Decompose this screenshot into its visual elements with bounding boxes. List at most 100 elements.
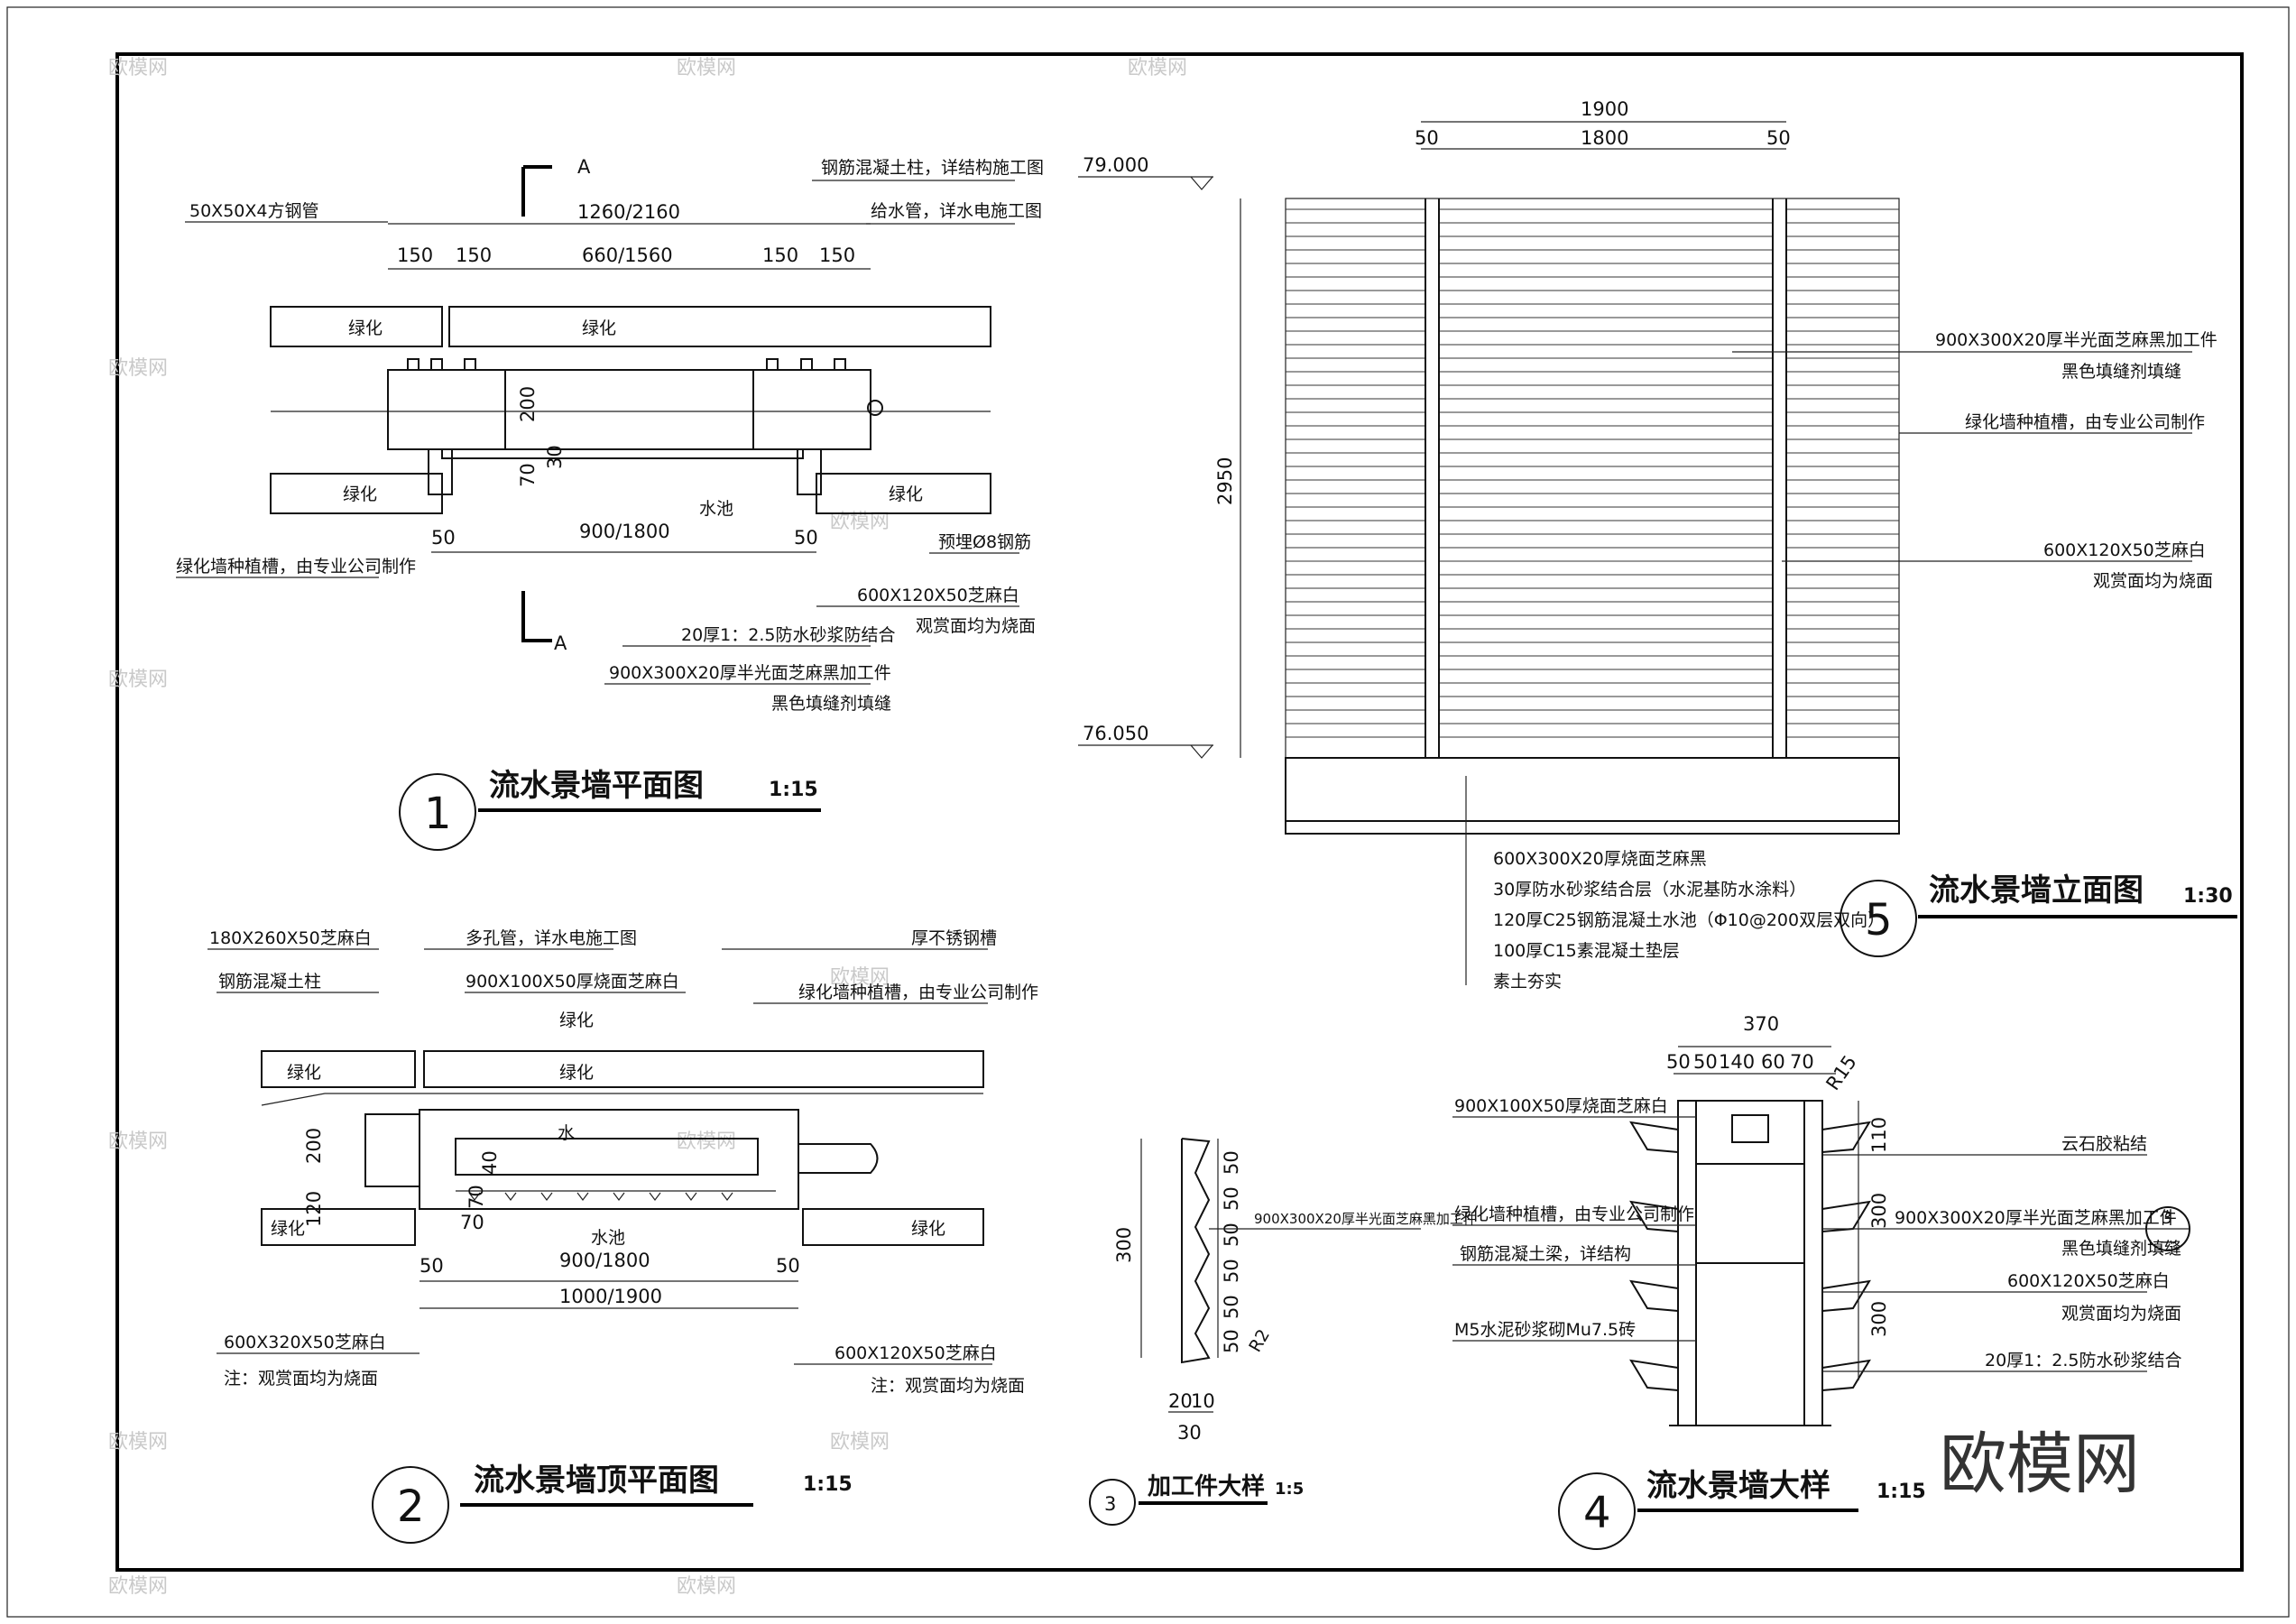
watermark-text: 欧模网 — [108, 357, 168, 380]
callout-note: 黑色填缝剂填缝 — [771, 694, 891, 714]
piece-profile — [1181, 1138, 1211, 1364]
concrete-beam — [1695, 1100, 1805, 1165]
planting-strip — [448, 306, 991, 347]
water-pipe — [867, 400, 883, 416]
callout-note: 注：观赏面均为烧面 — [871, 1376, 1025, 1396]
drawing-number: 1 — [424, 789, 452, 839]
callout-note: 900X300X20厚半光面芝麻黑加工件 — [1895, 1208, 2177, 1228]
dimension: 1260/2160 — [577, 201, 680, 223]
dimension: 150 — [397, 245, 433, 266]
callout-note: 钢筋混凝土柱，详结构施工图 — [821, 158, 1044, 178]
callout-note: 绿化墙种植槽，由专业公司制作 — [1965, 412, 2205, 432]
dimension: 50 — [431, 527, 456, 549]
layer-note: 120厚C25钢筋混凝土水池（Φ10@200双层双向） — [1493, 910, 1885, 930]
dimension: 50 — [420, 1255, 444, 1277]
watermark-text: 欧模网 — [677, 57, 736, 79]
drawing-scale: 1:5 — [1275, 1480, 1304, 1499]
elevation-view: 1900 1800 50 50 2950 79.000 76.050 900X3… — [1078, 98, 2237, 992]
dimension: 50 — [1666, 1051, 1691, 1073]
dimension: 40 — [479, 1150, 501, 1175]
dimension: 660/1560 — [582, 245, 673, 266]
dimension: 370 — [1743, 1013, 1779, 1035]
drawing-title: 流水景墙平面图 — [489, 768, 704, 804]
dimension: 50 — [776, 1255, 800, 1277]
drawing-title: 流水景墙大样 — [1646, 1468, 1830, 1504]
drawing-scale: 1:15 — [769, 779, 818, 801]
layer-note: 素土夯实 — [1493, 972, 1562, 992]
callout-note: 绿化墙种植槽，由专业公司制作 — [1454, 1204, 1694, 1224]
layer-note: 600X300X20厚烧面芝麻黑 — [1493, 849, 1707, 869]
drawing-number-circle — [399, 773, 476, 851]
callout-note: 观赏面均为烧面 — [2093, 571, 2213, 591]
dimension: 150 — [456, 245, 492, 266]
dimension: 50 — [1221, 1223, 1242, 1247]
watermark-layer: 欧模网 欧模网 欧模网 欧模网 欧模网 欧模网 欧模网 欧模网 欧模网 欧模网 … — [108, 57, 1187, 1598]
watermark-text: 欧模网 — [108, 1431, 168, 1453]
area-label: 绿化 — [559, 1063, 594, 1083]
dimension: 300 — [1868, 1301, 1890, 1337]
area-label: 绿化 — [889, 484, 923, 504]
section-mark-bottom: A — [554, 632, 567, 654]
dimension: 20 — [1168, 1390, 1193, 1412]
callout-note: 绿化墙种植槽，由专业公司制作 — [798, 983, 1038, 1002]
callout-note: 钢筋混凝土柱 — [218, 972, 321, 992]
drawing-frame — [115, 52, 2244, 1572]
area-label: 水池 — [699, 499, 733, 519]
watermark-text: 欧模网 — [830, 511, 890, 533]
callout-note: 180X260X50芝麻白 — [209, 928, 372, 948]
dimension: R15 — [1821, 1051, 1860, 1094]
dimension: 50 — [794, 527, 818, 549]
planting-strip — [423, 1050, 984, 1088]
drawing-number-circle — [1558, 1472, 1636, 1550]
perforated-pipe — [455, 1138, 759, 1176]
column — [364, 1113, 420, 1187]
wall-body — [387, 369, 871, 450]
dimension: 50 — [1221, 1259, 1242, 1283]
dimension: 50 — [1221, 1150, 1242, 1175]
callout-note: 900X300X20厚半光面芝麻黑加工件 — [1935, 330, 2218, 350]
dimension: 1900 — [1581, 98, 1628, 120]
area-label: 绿化 — [911, 1219, 945, 1239]
dimension: 50 — [1221, 1186, 1242, 1211]
brand-watermark: 欧模网 — [1940, 1426, 2140, 1503]
section-mark-top: A — [577, 156, 591, 178]
watermark-text: 欧模网 — [108, 669, 168, 691]
drawing-title: 流水景墙顶平面图 — [474, 1463, 719, 1499]
section-detail: 370 50 50 140 60 70 R15 110 300 300 900X… — [1452, 1013, 2190, 1550]
elevation-outline — [1285, 198, 1900, 759]
dimension: 60 — [1761, 1051, 1785, 1073]
level-marker: 79.000 — [1083, 154, 1148, 176]
drawing-number: 2 — [397, 1481, 425, 1532]
stone-face — [1803, 1100, 1823, 1426]
column-left — [387, 369, 506, 450]
callout-note: M5水泥砂浆砌Mu7.5砖 — [1454, 1320, 1636, 1340]
area-label: 绿化 — [271, 1219, 305, 1239]
callout-note: 注：观赏面均为烧面 — [224, 1369, 378, 1389]
drawing-number: 5 — [1865, 895, 1893, 946]
area-label: 绿化 — [287, 1063, 321, 1083]
drawing-title: 加工件大样 — [1148, 1472, 1265, 1500]
dimension: 70 — [1790, 1051, 1814, 1073]
dimension: 10 — [1191, 1390, 1215, 1412]
area-label: 绿化 — [343, 484, 377, 504]
dimension: 900/1800 — [559, 1250, 650, 1271]
drawing-scale: 1:30 — [2183, 885, 2233, 908]
callout-note: 给水管，详水电施工图 — [871, 201, 1042, 221]
dimension: 150 — [762, 245, 798, 266]
dimension: 200 — [303, 1128, 325, 1164]
column-right — [752, 369, 871, 450]
callout-note: 黑色填缝剂填缝 — [2061, 362, 2181, 382]
planting-strip — [261, 1050, 416, 1088]
area-label: 水 — [558, 1123, 575, 1143]
drawing-scale: 1:15 — [1876, 1481, 1926, 1503]
dimension: 1000/1900 — [559, 1286, 662, 1307]
callout-note: 厚不锈钢槽 — [911, 928, 997, 948]
planting-strip — [270, 306, 443, 347]
dimension: 50 — [1693, 1051, 1718, 1073]
watermark-text: 欧模网 — [677, 1575, 736, 1598]
callout-note: 900X300X20厚半光面芝麻黑加工件 — [609, 663, 891, 683]
callout-note: 20厚1：2.5防水砂浆结合 — [1985, 1351, 2181, 1370]
watermark-text: 欧模网 — [830, 966, 890, 989]
section-ref: — — [2160, 1232, 2177, 1251]
